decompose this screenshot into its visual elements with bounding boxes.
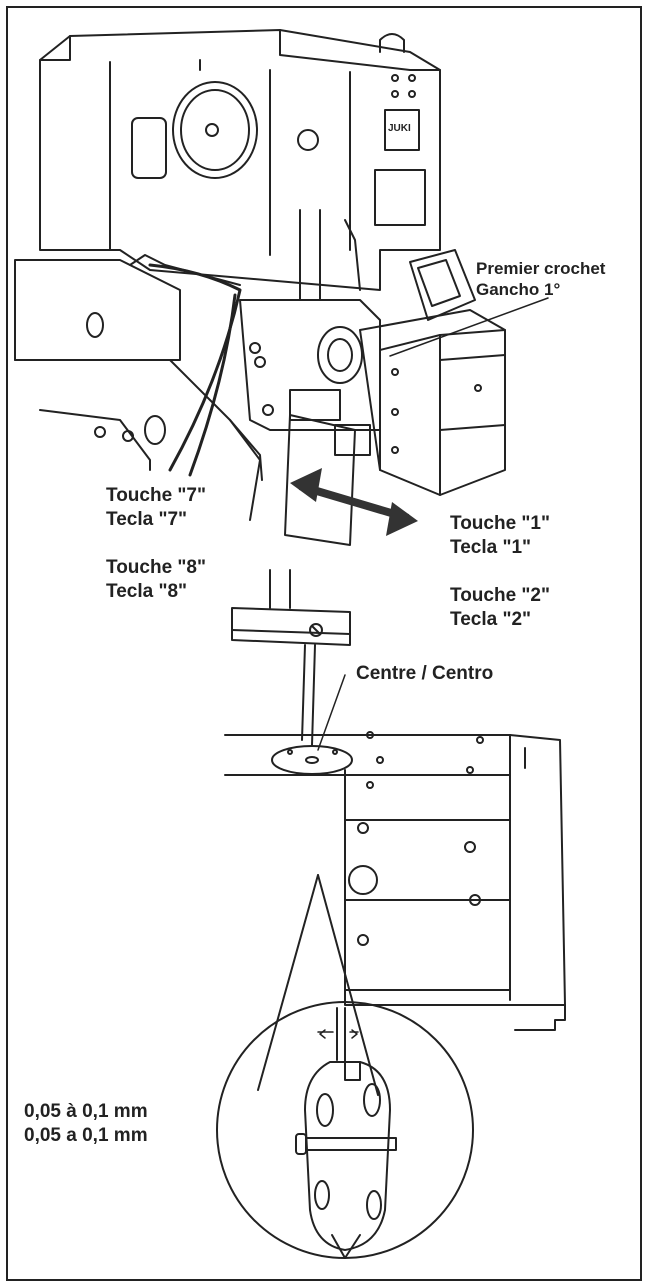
key1-label: Touche "1" Tecla "1": [450, 512, 550, 560]
clearance-label: 0,05 à 0,1 mm 0,05 a 0,1 mm: [24, 1100, 148, 1148]
center-label: Centre / Centro: [356, 662, 493, 686]
center-label-text: Centre / Centro: [356, 663, 494, 684]
first-hook-label: Premier crochet Gancho 1°: [476, 258, 605, 301]
brand-logo-text: JUKI: [388, 123, 411, 134]
machine-arm: [39, 29, 441, 291]
move-arrow: [290, 468, 418, 536]
clearance-label-fr: 0,05 à 0,1 mm: [24, 1101, 148, 1122]
key8-label-fr: Touche "8": [106, 557, 207, 578]
key8-label-es: Tecla "8": [106, 580, 188, 602]
magnified-detail: [216, 1001, 474, 1259]
key8-label: Touche "8" Tecla "8": [106, 556, 206, 604]
key2-label: Touche "2" Tecla "2": [450, 584, 550, 632]
key1-label-fr: Touche "1": [450, 513, 551, 534]
key2-label-es: Tecla "2": [450, 608, 532, 630]
clearance-label-es: 0,05 a 0,1 mm: [24, 1124, 148, 1146]
first-hook-label-es: Gancho 1°: [476, 280, 561, 300]
key1-label-es: Tecla "1": [450, 536, 532, 558]
key7-label-es: Tecla "7": [106, 508, 188, 530]
brand-badge: [384, 109, 420, 151]
first-hook-label-fr: Premier crochet: [476, 259, 606, 278]
hand-wheel: [172, 81, 258, 179]
cloth: [284, 414, 356, 546]
throat-plate-view: [224, 569, 566, 1096]
hook-cover: [359, 309, 506, 496]
machine-bed: [14, 259, 263, 521]
key7-label-fr: Touche "7": [106, 485, 207, 506]
hook-area: [239, 209, 381, 456]
key7-label: Touche "7" Tecla "7": [106, 484, 206, 532]
key2-label-fr: Touche "2": [450, 585, 551, 606]
brand-logo: JUKI: [388, 123, 411, 136]
